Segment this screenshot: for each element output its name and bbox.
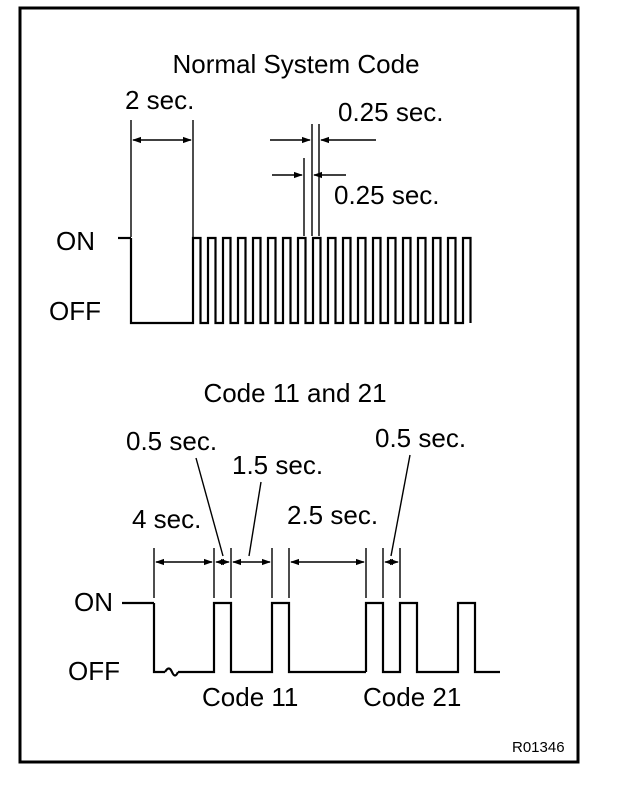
- normal-off-label: OFF: [49, 296, 101, 326]
- normal-code-waveform: [129, 236, 472, 325]
- codes-05sec-right-label: 0.5 sec.: [375, 423, 466, 453]
- code11-waveform: [178, 601, 366, 674]
- figure-reference-number: R01346: [512, 739, 565, 756]
- normal-on-label: ON: [56, 226, 95, 256]
- codes-on-label: ON: [74, 587, 113, 617]
- codes-25sec-label: 2.5 sec.: [287, 500, 378, 530]
- codes-waveform-start: [152, 603, 165, 674]
- code21-waveform: [364, 601, 500, 674]
- code21-label: Code 21: [363, 682, 461, 712]
- codes-break-mark: [164, 667, 180, 677]
- codes-off-label: OFF: [68, 656, 120, 686]
- codes-4sec-label: 4 sec.: [132, 504, 201, 534]
- normal-025sec-bottom-label: 0.25 sec.: [334, 180, 440, 210]
- normal-025sec-top-label: 0.25 sec.: [338, 97, 444, 127]
- code11-label: Code 11: [202, 682, 298, 712]
- codes-05-left-leader: [195, 457, 224, 557]
- figure-frame: [18, 6, 580, 764]
- codes-05-right-leader: [390, 454, 411, 557]
- codes-15sec-label: 1.5 sec.: [232, 450, 323, 480]
- codes-05sec-left-label: 0.5 sec.: [126, 426, 217, 456]
- normal-2sec-label: 2 sec.: [125, 85, 194, 115]
- codes-15-leader: [248, 481, 262, 557]
- normal-title: Normal System Code: [172, 49, 419, 79]
- codes-title: Code 11 and 21: [203, 378, 386, 408]
